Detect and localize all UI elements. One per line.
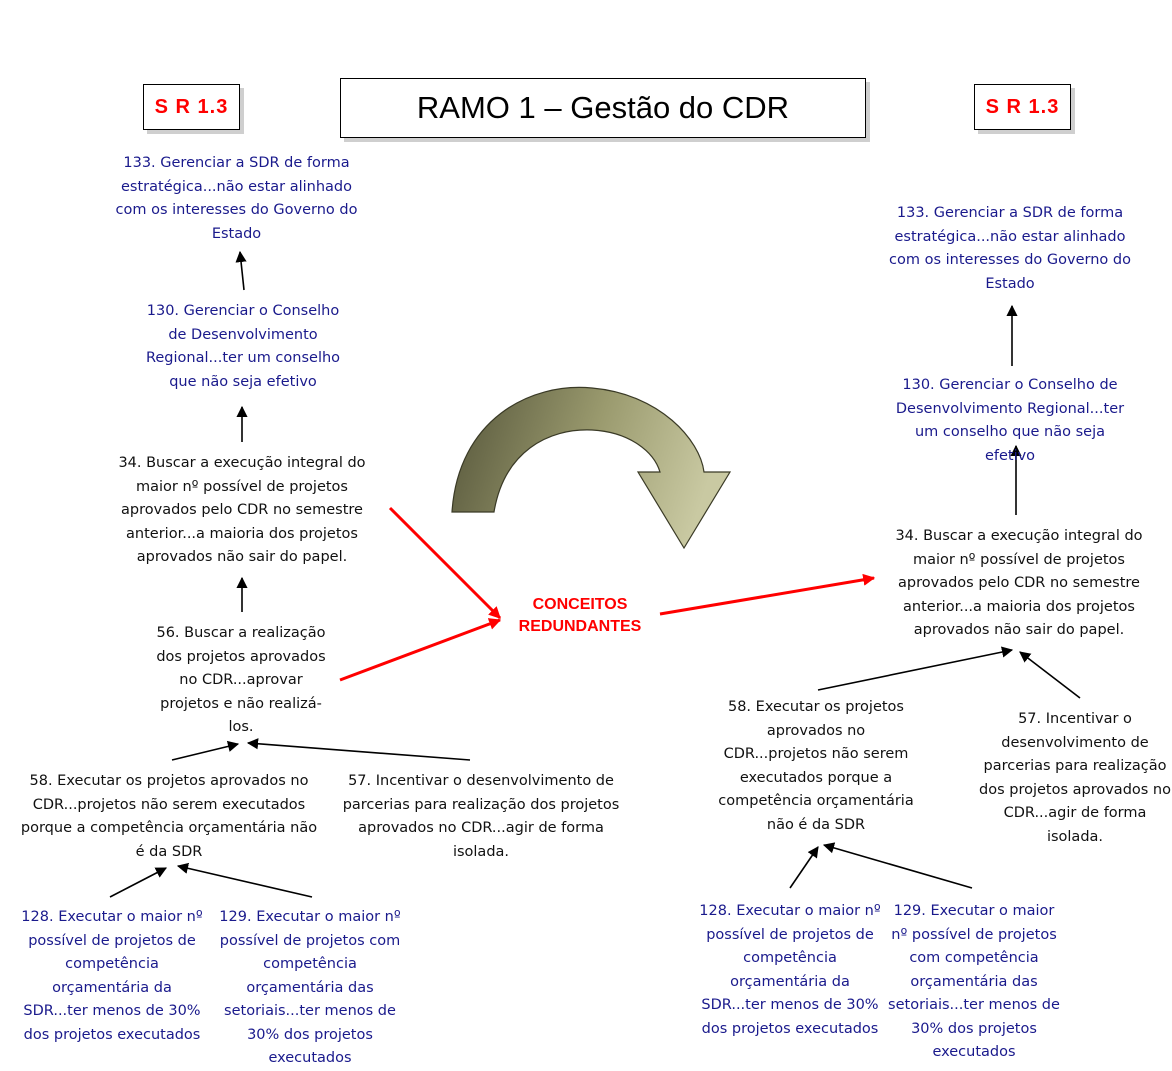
red-arrow-from-56 (339, 618, 502, 682)
arrow-right-58-34 (817, 646, 1014, 691)
right-node-57: 57. Incentivar o desenvolvimento de parc… (979, 711, 1171, 845)
left-node-57: 57. Incentivar o desenvolvimento de parc… (342, 773, 620, 860)
right-node-130: 130. Gerenciar o Conselho de Desenvolvim… (895, 377, 1125, 464)
right-tag-box: S R 1.3 (974, 84, 1071, 130)
arrow-left-129-58 (176, 862, 313, 898)
arrow-right-129-58 (822, 842, 973, 889)
left-node-129: 129. Executar o maior nº possível de pro… (219, 909, 401, 1066)
diagram-title: RAMO 1 – Gestão do CDR (416, 90, 790, 125)
title-box: RAMO 1 – Gestão do CDR (340, 78, 866, 138)
right-node-58: 58. Executar os projetos aprovados no CD… (718, 699, 914, 833)
arrow-left-128-58 (109, 867, 167, 898)
redundant-label-line2: REDUNDANTES (518, 618, 642, 635)
red-arrow-from-34 (388, 506, 502, 620)
left-tag: S R 1.3 (154, 95, 229, 118)
right-node-128: 128. Executar o maior nº possível de pro… (699, 903, 881, 1037)
arrow-right-128-58 (789, 846, 819, 889)
curved-arrow-icon (451, 386, 732, 550)
arrow-right-57-34 (1019, 651, 1081, 699)
right-node-129: 129. Executar o maior nº possível de pro… (888, 903, 1060, 1060)
left-node-133: 133. Gerenciar a SDR de forma estratégic… (115, 155, 358, 242)
left-tag-box: S R 1.3 (143, 84, 240, 130)
arrow-left-130-133 (235, 250, 247, 291)
left-node-130: 130. Gerenciar o Conselho de Desenvolvim… (145, 303, 341, 390)
redundant-concepts-label: CONCEITOS REDUNDANTES (510, 594, 650, 638)
arrow-left-58-56 (171, 740, 240, 761)
arrow-left-57-56 (246, 738, 471, 761)
left-node-128: 128. Executar o maior nº possível de pro… (21, 909, 203, 1043)
left-node-56: 56. Buscar a realização dos projetos apr… (156, 625, 326, 735)
red-arrow-to-right-34 (659, 573, 876, 616)
redundant-label-line1: CONCEITOS (532, 596, 628, 613)
right-tag: S R 1.3 (985, 95, 1060, 118)
left-node-58: 58. Executar os projetos aprovados no CD… (20, 773, 318, 860)
right-node-133: 133. Gerenciar a SDR de forma estratégic… (889, 205, 1131, 292)
left-node-34: 34. Buscar a execução integral do maior … (118, 455, 366, 565)
right-node-34: 34. Buscar a execução integral do maior … (895, 528, 1143, 638)
